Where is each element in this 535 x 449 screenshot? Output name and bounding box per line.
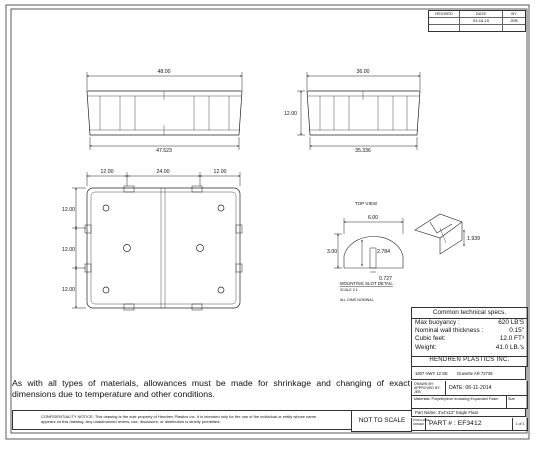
dim-side-top: 48.00 xyxy=(158,69,171,75)
part-name: Part Name: 3'x4'x12" Eagle Float xyxy=(411,408,526,417)
revision-header-by: BY xyxy=(511,11,517,16)
dim-end-bottom: 35.336 xyxy=(355,148,371,154)
date-cell: DATE: 06-11-2014 xyxy=(446,381,527,395)
slot-detail xyxy=(334,218,404,273)
spec-row: Weight: 41.0 LB.'s xyxy=(412,344,527,352)
dim-plan-top-2: 24.00 xyxy=(157,169,170,175)
dim-slot-width: 6.00 xyxy=(368,215,378,221)
spec-row: Cubic feet: 12.0 FT³ xyxy=(412,335,527,343)
spec-row: Nominal wall thickness : 0.15" xyxy=(412,327,527,335)
inner-border xyxy=(10,8,528,434)
revision-empty-row xyxy=(429,25,525,31)
dim-slot-width-small: 0.727 xyxy=(379,276,392,282)
spec-label: Nominal wall thickness : xyxy=(415,327,484,335)
address-street: 1607 HWY 12 SE xyxy=(415,371,448,376)
slot-detail-note: ALL DIMS NOMINAL xyxy=(340,298,374,302)
dim-end-top: 36.00 xyxy=(357,69,370,75)
revision-header-revised: REVISED xyxy=(429,11,460,17)
part-number: PART # : EF3412 xyxy=(426,418,513,430)
revision-header-row: REVISED DATE BY xyxy=(429,11,525,18)
dim-plan-top-3: 12.00 xyxy=(214,169,227,175)
dim-slot-height: 3.00 xyxy=(327,249,337,255)
dim-side-bottom: 47.523 xyxy=(156,148,172,154)
specs-table: Common technical specs. Max buoyancy : 6… xyxy=(411,307,528,357)
purchase-order-label: PURCHASE ORDER xyxy=(412,418,430,430)
sheet-number: 1 of 1 xyxy=(515,422,525,426)
address-city: Gravette AR 72736 xyxy=(456,371,493,376)
drawn-by-label: DRAWN BY: APPROVED BY: xyxy=(414,382,441,391)
dim-plan-left-1: 12.00 xyxy=(62,207,75,213)
drawn-by-cell: DRAWN BY: APPROVED BY: JEB xyxy=(412,381,446,395)
date-label: DATE: xyxy=(449,385,464,391)
revision-cell-date: 03-16-15 xyxy=(460,18,503,24)
slot-detail-title: MOUNTING SLOT DETAIL xyxy=(340,281,393,286)
part-number-block: PURCHASE ORDER PART # : EF3412 1 of 1 xyxy=(411,418,528,431)
revision-block: REVISED DATE BY 03-16-15 JEB xyxy=(428,10,526,32)
revision-header-date: DATE xyxy=(460,11,503,17)
confidentiality-notice: CONFIDENTIALITY NOTICE: This drawing is … xyxy=(12,410,351,430)
company-address: 1607 HWY 12 SE Gravette AR 72736 xyxy=(411,367,526,380)
spec-value: 12.0 FT³ xyxy=(499,335,524,343)
spec-label: Cubic feet: xyxy=(415,335,446,343)
spec-value: 41.0 LB.'s xyxy=(495,343,524,351)
material-block: Materials: Polyethylene encasing Expande… xyxy=(411,396,528,409)
dim-plan-left-2: 12.00 xyxy=(62,247,75,253)
drawn-by-block: DRAWN BY: APPROVED BY: JEB DATE: 06-11-2… xyxy=(411,381,528,396)
size-label: Size xyxy=(508,397,515,401)
spec-value: 0.15" xyxy=(509,327,524,335)
corner-detail xyxy=(414,213,465,255)
company-name: HENDREN PLASTICS INC. xyxy=(411,355,528,367)
end-view xyxy=(297,72,421,150)
material-text: Materials: Polyethylene encasing Expande… xyxy=(412,396,507,408)
slot-view-label: TOP VIEW xyxy=(355,201,378,206)
dim-height: 12.00 xyxy=(284,111,297,117)
revision-cell-by: JEB xyxy=(510,18,518,23)
allowance-note: As with all types of materials, allowanc… xyxy=(12,378,410,399)
spec-label: Max buoyancy : xyxy=(415,319,460,326)
top-plan-view xyxy=(72,172,243,311)
sheet-border xyxy=(5,4,530,440)
specs-title: Common technical specs. xyxy=(412,308,527,319)
spec-value: 620 LB'S xyxy=(498,319,524,326)
dim-plan-left-3: 12.00 xyxy=(62,287,75,293)
spec-row: Max buoyancy : 620 LB'S xyxy=(412,319,527,327)
slot-detail-scale: SCALE 2:1 xyxy=(340,288,358,292)
side-view xyxy=(86,72,243,150)
revision-row: 03-16-15 JEB xyxy=(429,18,525,25)
drawn-by-value: JEB xyxy=(414,390,421,395)
not-to-scale: NOT TO SCALE xyxy=(351,410,412,432)
dim-slot-inner: 2.784 xyxy=(377,249,390,255)
dim-plan-top-1: 12.00 xyxy=(101,169,114,175)
dim-corner: 1.939 xyxy=(467,236,480,242)
date-value: 06-11-2014 xyxy=(465,385,492,391)
spec-label: Weight: xyxy=(415,343,437,351)
revision-cell-revised xyxy=(429,18,460,24)
